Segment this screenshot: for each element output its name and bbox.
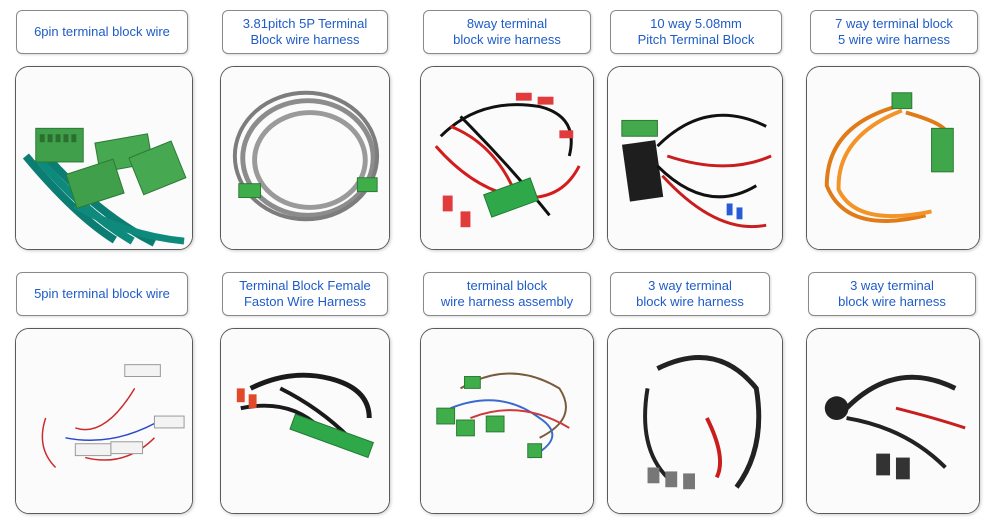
harness-photo: [421, 67, 593, 249]
harness-photo: [608, 67, 782, 249]
product-label-3[interactable]: 8way terminal block wire harness: [423, 10, 591, 54]
harness-photo: [16, 329, 192, 513]
harness-photo: [221, 329, 389, 513]
product-image-5pin-terminal-block[interactable]: [15, 328, 193, 514]
harness-photo: [807, 329, 979, 513]
harness-photo: [608, 329, 782, 513]
product-label-4[interactable]: 10 way 5.08mm Pitch Terminal Block: [610, 10, 782, 54]
product-label-6[interactable]: 5pin terminal block wire: [16, 272, 188, 316]
product-label-1[interactable]: 6pin terminal block wire: [16, 10, 188, 54]
product-image-6pin-terminal-block[interactable]: [15, 66, 193, 250]
product-image-female-faston-harness[interactable]: [220, 328, 390, 514]
product-label-8[interactable]: terminal block wire harness assembly: [423, 272, 591, 316]
product-image-7way-terminal-block[interactable]: [806, 66, 980, 250]
product-label-9[interactable]: 3 way terminal block wire harness: [610, 272, 770, 316]
product-image-3-81pitch-harness[interactable]: [220, 66, 390, 250]
product-label-5[interactable]: 7 way terminal block 5 wire wire harness: [810, 10, 978, 54]
product-image-8way-harness[interactable]: [420, 66, 594, 250]
product-image-3way-harness-1[interactable]: [607, 328, 783, 514]
harness-photo: [807, 67, 979, 249]
product-label-7[interactable]: Terminal Block Female Faston Wire Harnes…: [222, 272, 388, 316]
terminal-block-photo: [16, 67, 192, 249]
product-image-3way-harness-2[interactable]: [806, 328, 980, 514]
product-image-terminal-block-assembly[interactable]: [420, 328, 594, 514]
harness-photo: [421, 329, 593, 513]
product-label-10[interactable]: 3 way terminal block wire harness: [808, 272, 976, 316]
product-image-10way-terminal-block[interactable]: [607, 66, 783, 250]
product-label-2[interactable]: 3.81pitch 5P Terminal Block wire harness: [222, 10, 388, 54]
harness-photo: [221, 67, 389, 249]
